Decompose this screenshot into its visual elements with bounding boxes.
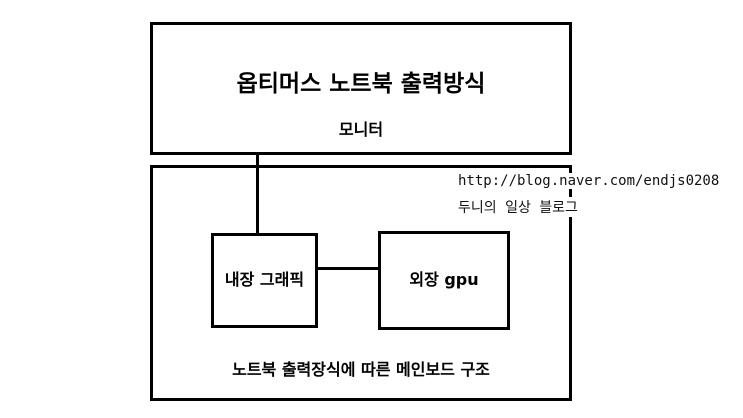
mainboard-caption: 노트북 출력장식에 따른 메인보드 구조 xyxy=(232,360,490,379)
external-gpu-label: 외장 gpu xyxy=(409,270,479,289)
external-gpu-box xyxy=(378,231,510,330)
gpu-connector-line xyxy=(316,267,380,270)
watermark-url: http://blog.naver.com/endjs0208 xyxy=(458,173,720,189)
internal-graphics-label: 내장 그래픽 xyxy=(224,270,305,289)
watermark-blog-name: 두니의 일상 블로그 xyxy=(458,197,578,217)
monitor-box xyxy=(150,22,572,155)
diagram-title: 옵티머스 노트북 출력방식 xyxy=(236,71,486,97)
monitor-label: 모니터 xyxy=(338,120,384,139)
internal-graphics-box xyxy=(211,233,318,328)
monitor-connector-line xyxy=(256,152,259,235)
mainboard-box xyxy=(150,165,572,401)
